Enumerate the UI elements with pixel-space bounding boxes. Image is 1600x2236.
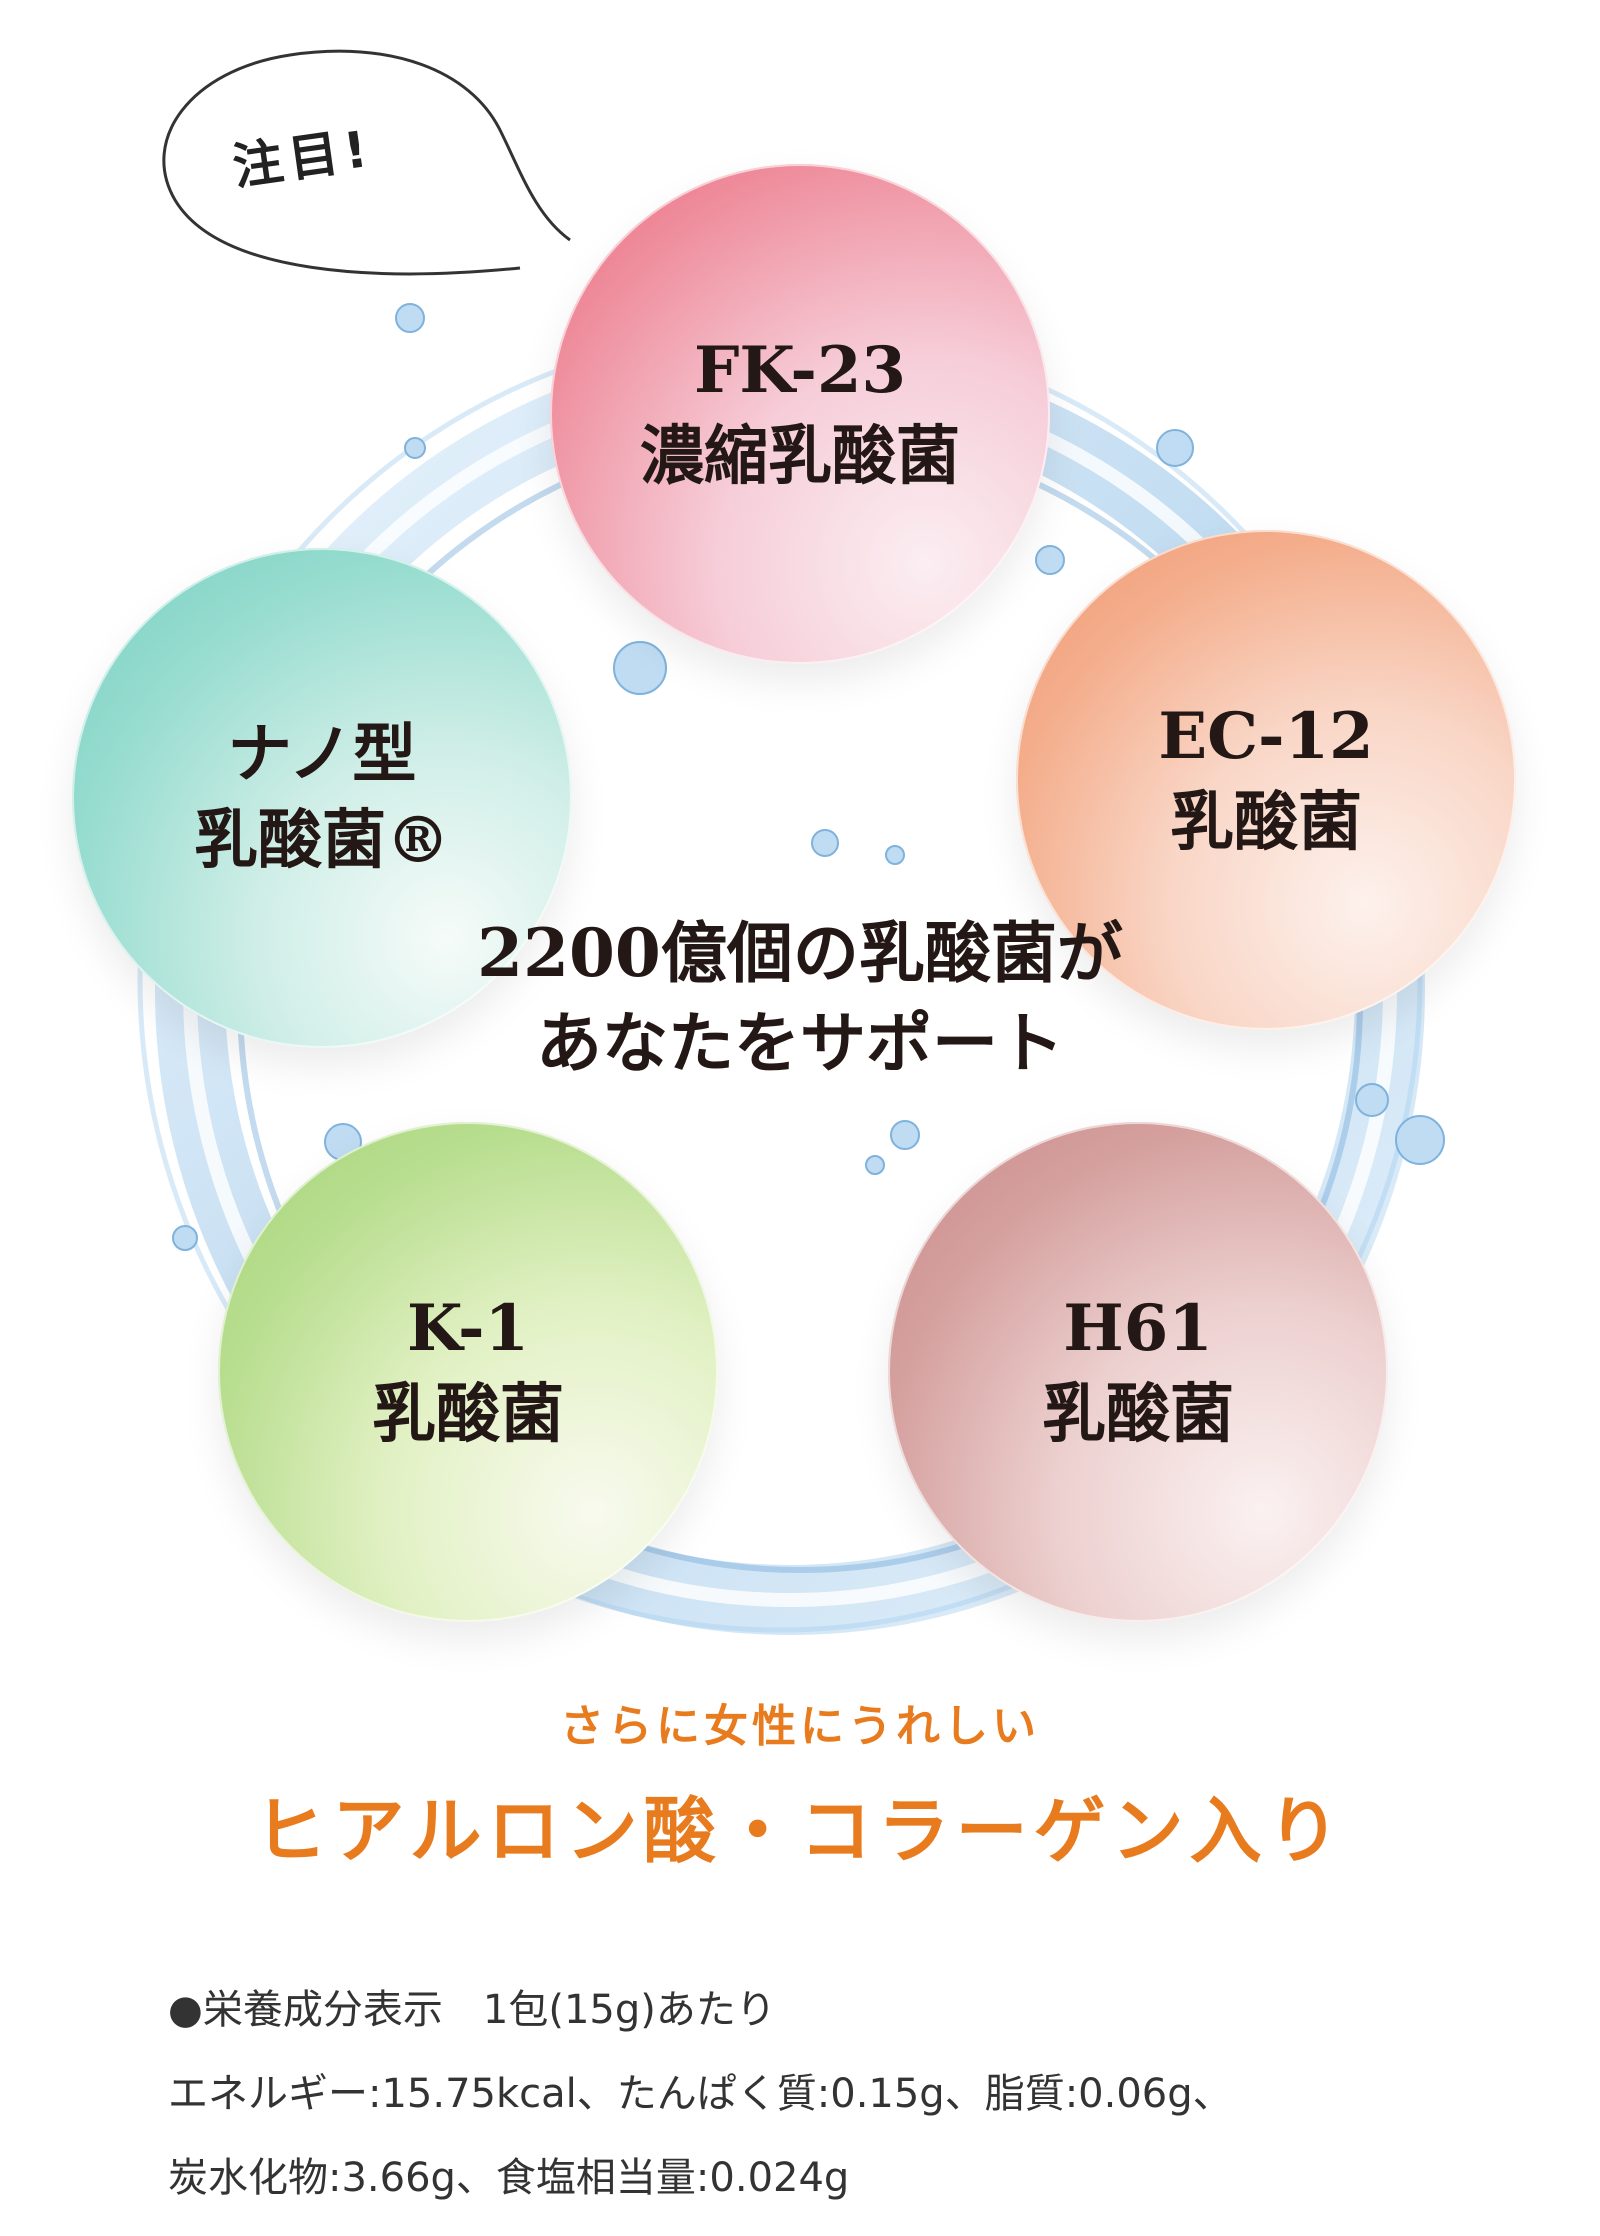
circle-h61-line1: H61 [1063, 1291, 1213, 1366]
center-headline-line2: あなたをサポート [536, 1004, 1064, 1082]
circle-nano-line2: 乳酸菌® [194, 803, 450, 878]
bacteria-circle-nano: ナノ型 乳酸菌® [72, 548, 572, 1048]
bonus-title: ヒアルロン酸・コラーゲン入り [254, 1788, 1346, 1873]
speech-bubble-outline [162, 49, 571, 276]
nutrition-header: ●栄養成分表示 1包(15g)あたり [168, 1987, 776, 2033]
bacteria-circle-ec12: EC-12 乳酸菌 [1016, 530, 1516, 1030]
circle-k1-line2: 乳酸菌 [372, 1377, 564, 1452]
bonus-subtitle: さらに女性にうれしい [560, 1701, 1040, 1752]
circle-fk23-line1: FK-23 [693, 333, 907, 408]
circle-h61-line2: 乳酸菌 [1042, 1377, 1234, 1452]
circle-nano-line1: ナノ型 [227, 717, 417, 792]
nutrition-line1: エネルギー:15.75kcal、たんぱく質:0.15g、脂質:0.06g、 [168, 2071, 1233, 2117]
bacteria-circle-k1: K-1 乳酸菌 [218, 1122, 718, 1622]
bacteria-circle-h61: H61 乳酸菌 [888, 1122, 1388, 1622]
center-headline-line1: 2200億個の乳酸菌が [477, 914, 1123, 992]
circle-ec12-line2: 乳酸菌 [1170, 785, 1362, 860]
circle-k1-line1: K-1 [406, 1291, 530, 1366]
nutrition-facts: ●栄養成分表示 1包(15g)あたり エネルギー:15.75kcal、たんぱく質… [168, 1968, 1568, 2220]
nutrition-line2: 炭水化物:3.66g、食塩相当量:0.024g [168, 2155, 850, 2201]
circle-fk23-line2: 濃縮乳酸菌 [640, 419, 960, 494]
circle-ec12-line1: EC-12 [1158, 699, 1374, 774]
bacteria-circle-fk23: FK-23 濃縮乳酸菌 [550, 164, 1050, 664]
center-headline: 2200億個の乳酸菌が あなたをサポート [300, 908, 1300, 1088]
